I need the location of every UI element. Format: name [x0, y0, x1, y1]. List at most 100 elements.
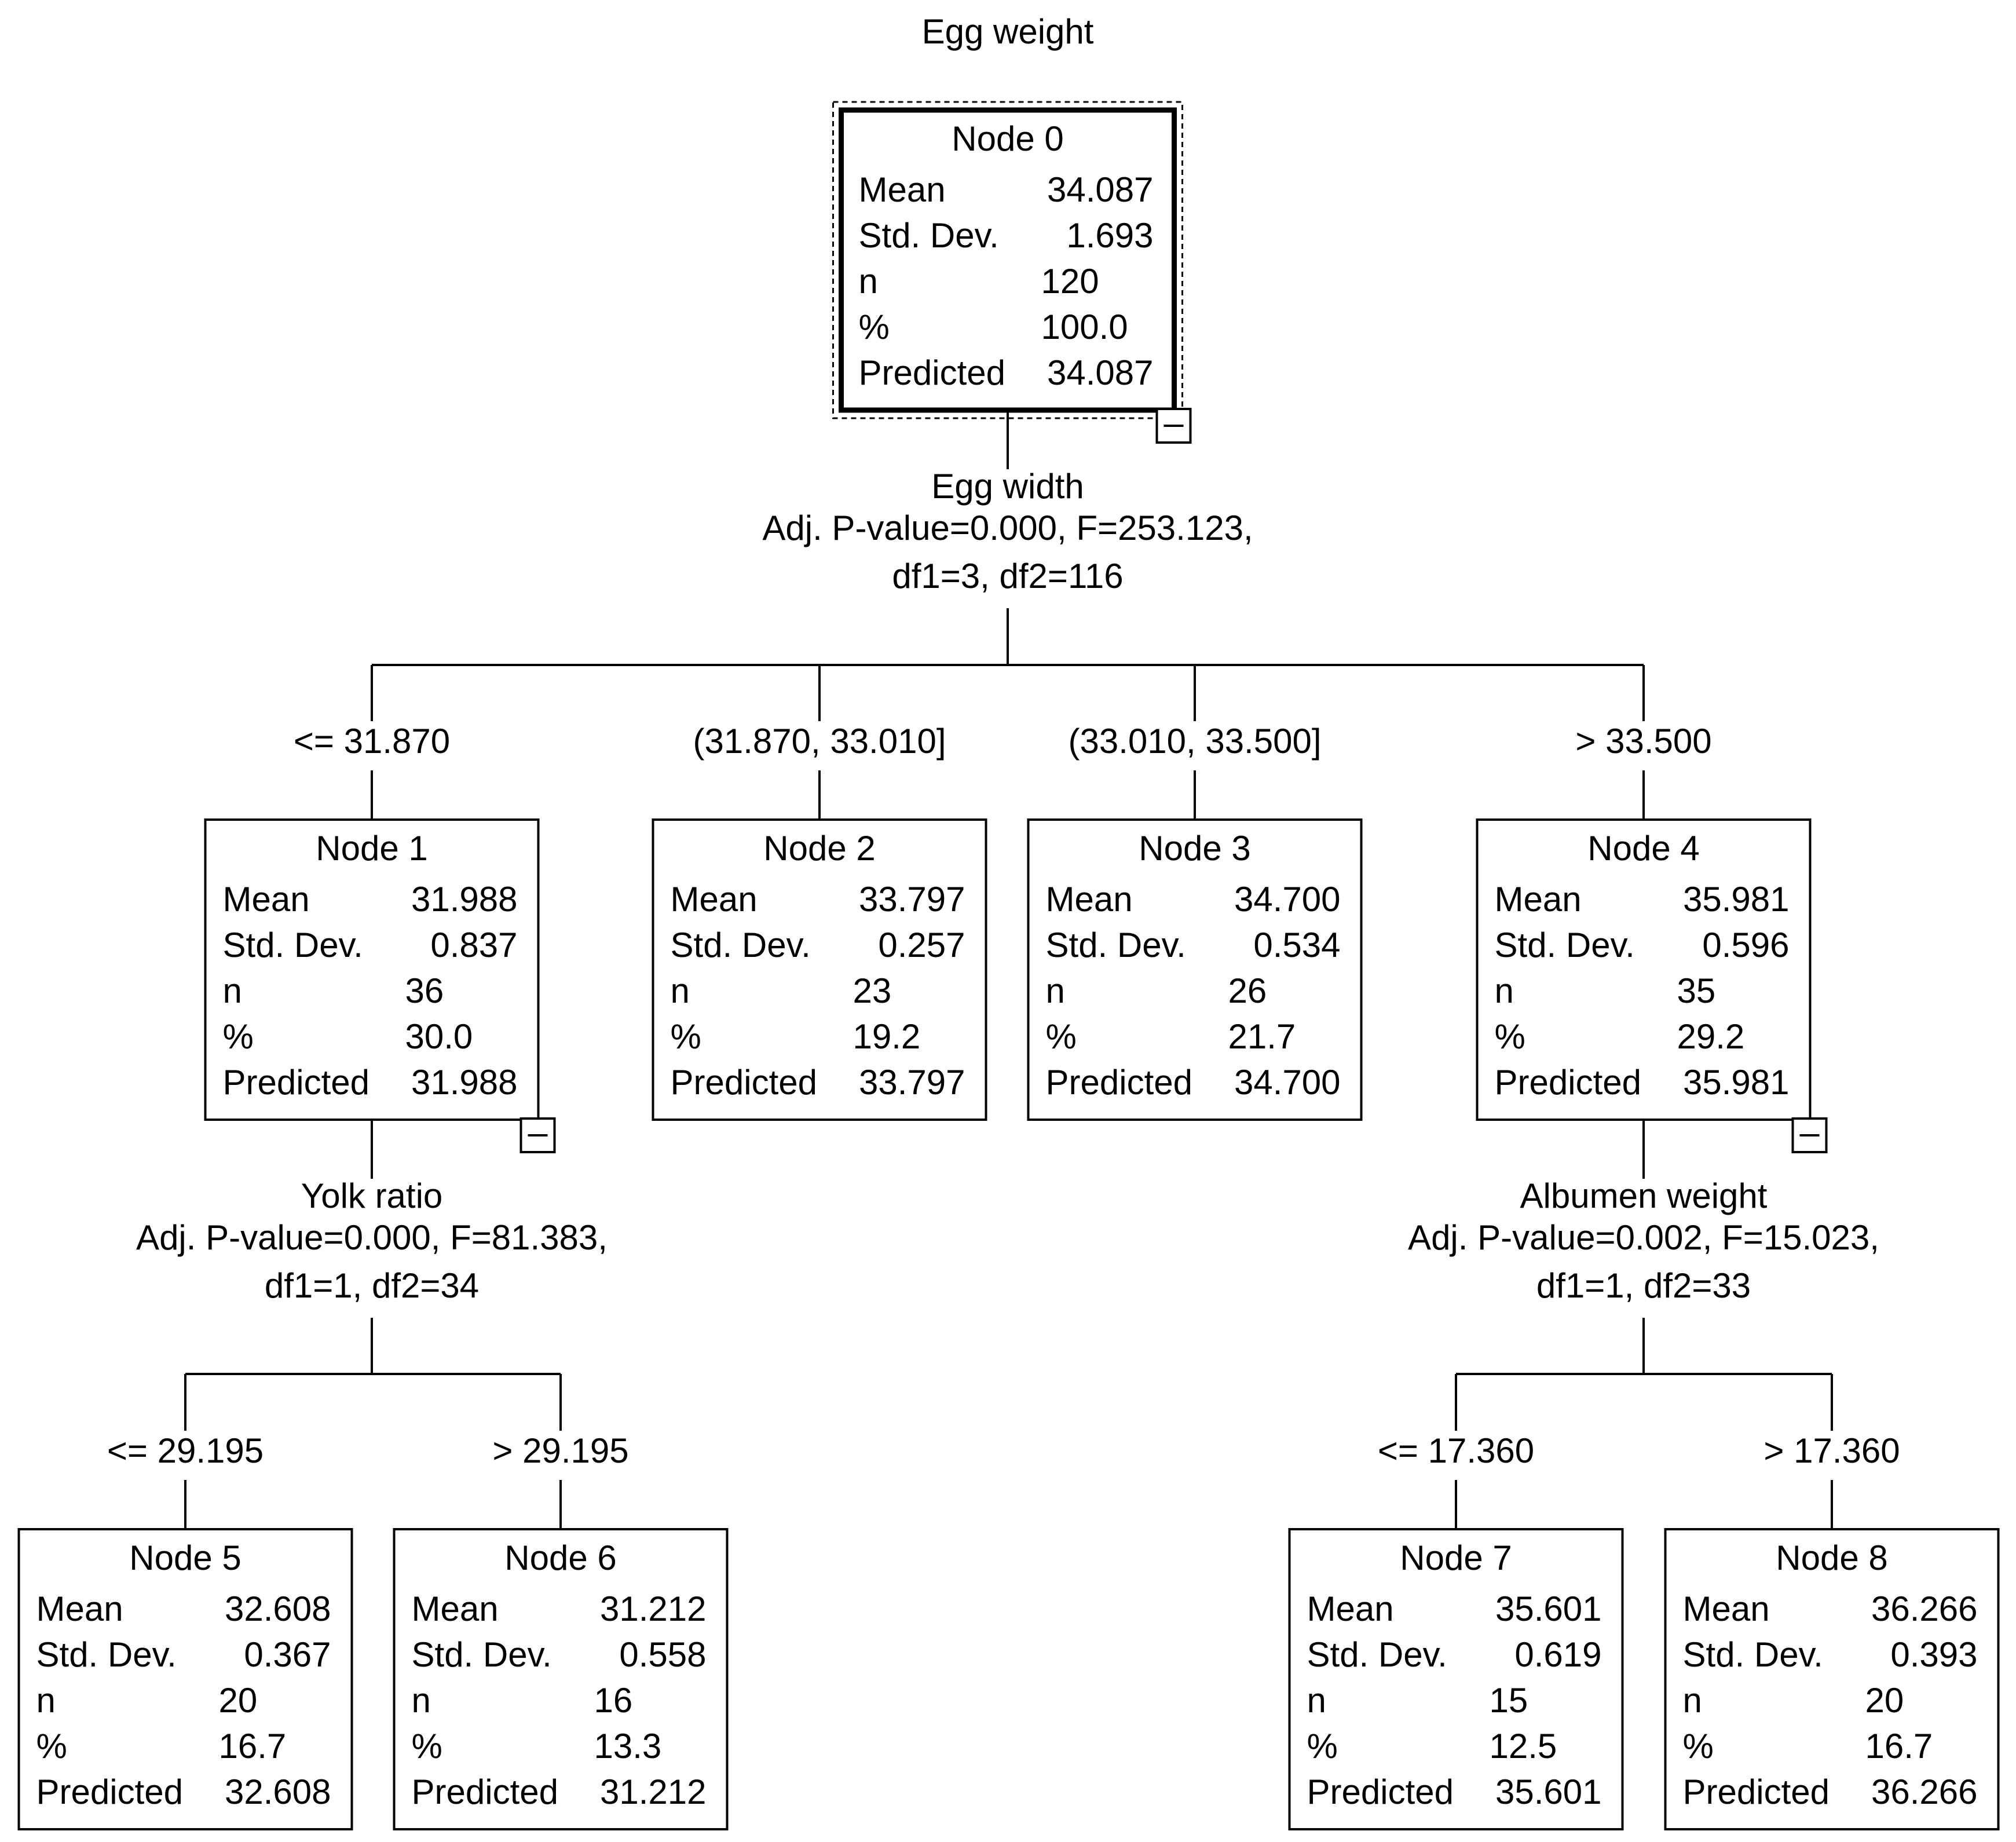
- stat-value-predicted: 31.988: [411, 1063, 518, 1102]
- node-box[interactable]: [1027, 818, 1363, 1121]
- stat-value-mean: 34.087: [1047, 170, 1154, 209]
- node-box[interactable]: [204, 818, 540, 1121]
- stat-value-mean: 34.700: [1234, 880, 1341, 919]
- split-variable-label: Egg width: [931, 467, 1084, 506]
- stat-label-mean: Mean: [1307, 1589, 1394, 1628]
- stat-label-mean: Mean: [36, 1589, 123, 1628]
- stat-label-percent: %: [223, 1017, 254, 1056]
- stat-label-predicted: Predicted: [412, 1772, 558, 1811]
- stat-value-predicted: 31.212: [600, 1772, 707, 1811]
- stat-value-std-dev: 0.367: [244, 1635, 331, 1674]
- stat-label-mean: Mean: [412, 1589, 499, 1628]
- stat-value-n: 120: [1041, 262, 1099, 301]
- branch-5: <= 29.195: [107, 1374, 264, 1529]
- node-box[interactable]: [393, 1528, 729, 1830]
- branch-condition-label: > 33.500: [1575, 722, 1711, 761]
- stat-value-mean: 31.988: [411, 880, 518, 919]
- stat-label-n: n: [859, 262, 878, 301]
- branch-condition-label: <= 17.360: [1378, 1431, 1534, 1470]
- node-box[interactable]: [652, 818, 987, 1121]
- branch-3: (33.010, 33.500]: [1068, 665, 1322, 820]
- stat-value-predicted: 36.266: [1871, 1772, 1978, 1811]
- stat-label-percent: %: [859, 308, 890, 346]
- split-statistics-label: Adj. P-value=0.000, F=81.383,: [136, 1218, 608, 1257]
- split-variable-label: Yolk ratio: [301, 1176, 443, 1215]
- stat-label-percent: %: [1495, 1017, 1525, 1056]
- stat-value-predicted: 34.700: [1234, 1063, 1341, 1102]
- stat-value-n: 26: [1228, 971, 1267, 1010]
- minus-square-icon[interactable]: [519, 1117, 556, 1153]
- stat-label-predicted: Predicted: [1307, 1772, 1454, 1811]
- stat-value-percent: 21.7: [1228, 1017, 1296, 1056]
- stat-label-std-dev: Std. Dev.: [1495, 926, 1635, 964]
- stat-value-std-dev: 0.619: [1514, 1635, 1601, 1674]
- minus-square-icon[interactable]: [1791, 1117, 1828, 1153]
- node-box[interactable]: [1664, 1528, 2000, 1830]
- stat-value-n: 35: [1677, 971, 1716, 1010]
- branch-1: <= 31.870: [294, 665, 450, 820]
- stat-value-std-dev: 0.596: [1702, 926, 1789, 964]
- stat-label-n: n: [1495, 971, 1514, 1010]
- node-box[interactable]: [17, 1528, 353, 1830]
- stat-value-mean: 31.212: [600, 1589, 707, 1628]
- stat-label-predicted: Predicted: [1046, 1063, 1192, 1102]
- stat-label-percent: %: [412, 1727, 442, 1766]
- stat-value-n: 20: [219, 1681, 258, 1720]
- stat-value-n: 23: [853, 971, 892, 1010]
- stat-value-predicted: 33.797: [859, 1063, 965, 1102]
- node-title: Node 4: [1587, 829, 1699, 868]
- stat-value-predicted: 35.601: [1495, 1772, 1602, 1811]
- node-title: Node 3: [1139, 829, 1250, 868]
- branch-2: (31.870, 33.010]: [693, 665, 946, 820]
- branch-condition-label: <= 29.195: [107, 1431, 264, 1470]
- stat-label-mean: Mean: [859, 170, 946, 209]
- branch-8: > 17.360: [1763, 1374, 1900, 1529]
- branch-condition-label: (31.870, 33.010]: [693, 722, 946, 761]
- node-title: Node 5: [129, 1538, 241, 1577]
- minus-square-icon[interactable]: [1155, 408, 1192, 444]
- node-title: Node 0: [952, 119, 1063, 158]
- node-box[interactable]: [1288, 1528, 1624, 1830]
- stat-label-predicted: Predicted: [671, 1063, 817, 1102]
- stat-label-n: n: [223, 971, 242, 1010]
- branch-7: <= 17.360: [1378, 1374, 1534, 1529]
- stat-label-std-dev: Std. Dev.: [412, 1635, 552, 1674]
- node-title: Node 6: [504, 1538, 616, 1577]
- split-variable-label: Albumen weight: [1520, 1176, 1768, 1215]
- stat-label-n: n: [1307, 1681, 1326, 1720]
- diagram-title: Egg weight: [922, 12, 1094, 51]
- stat-value-mean: 33.797: [859, 880, 965, 919]
- stat-label-percent: %: [1046, 1017, 1077, 1056]
- branch-4: > 33.500: [1575, 665, 1712, 820]
- stat-value-n: 36: [405, 971, 444, 1010]
- stat-label-percent: %: [1683, 1727, 1714, 1766]
- node-box[interactable]: [1476, 818, 1812, 1121]
- node-box[interactable]: [839, 107, 1177, 413]
- stat-value-percent: 19.2: [853, 1017, 921, 1056]
- stat-label-n: n: [412, 1681, 431, 1720]
- split-df-label: df1=1, df2=34: [265, 1266, 479, 1305]
- stat-value-n: 16: [594, 1681, 633, 1720]
- stat-value-percent: 13.3: [594, 1727, 662, 1766]
- stat-label-predicted: Predicted: [36, 1772, 183, 1811]
- stat-label-n: n: [1683, 1681, 1702, 1720]
- stat-value-std-dev: 0.837: [430, 926, 517, 964]
- stat-label-std-dev: Std. Dev.: [1683, 1635, 1823, 1674]
- stat-value-std-dev: 0.257: [878, 926, 965, 964]
- stat-label-percent: %: [1307, 1727, 1338, 1766]
- branch-6: > 29.195: [492, 1374, 629, 1529]
- stat-label-predicted: Predicted: [223, 1063, 369, 1102]
- stat-label-predicted: Predicted: [859, 353, 1005, 392]
